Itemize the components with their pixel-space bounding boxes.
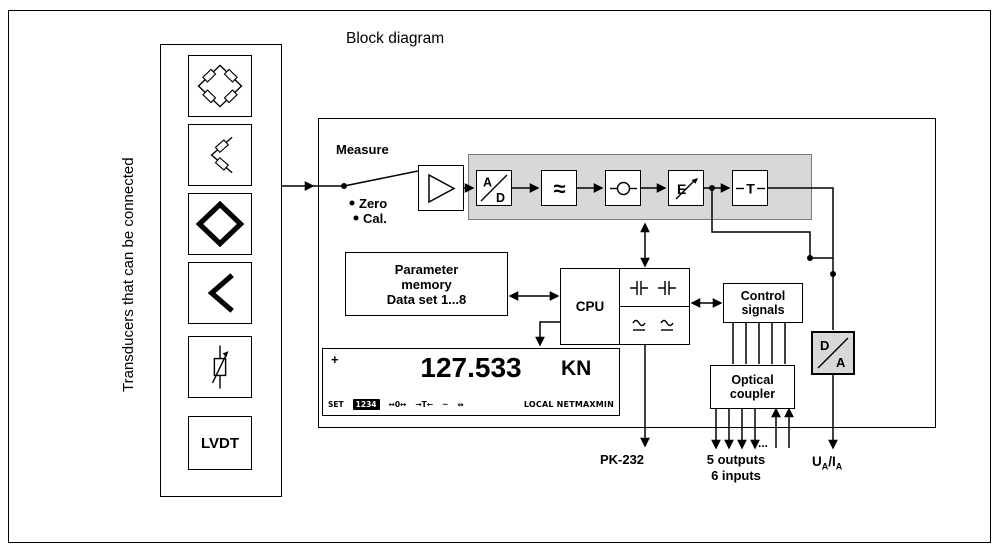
tare-icon: T — [735, 180, 765, 196]
parameter-memory-line2: memory — [401, 276, 452, 292]
parameter-memory-block: Parameter memory Data set 1...8 — [345, 252, 508, 316]
tare-label: T — [746, 180, 755, 196]
gain-label: E — [677, 181, 686, 197]
display-marker: + — [331, 352, 339, 367]
channel-indicator: 1234 — [352, 399, 380, 410]
amplifier-main-box — [318, 118, 936, 428]
control-signals-line2: signals — [741, 303, 785, 317]
full-bridge-icon — [197, 64, 243, 108]
transducer-full-bridge — [188, 55, 252, 117]
transducer-inductive-full-bridge — [188, 193, 252, 255]
ua-ia-label: UA/IA — [812, 454, 842, 472]
transducer-lvdt: LVDT — [188, 416, 252, 470]
analog-output-icon — [609, 181, 637, 195]
optical-coupler-line2: coupler — [729, 387, 776, 401]
da-converter-block: D A — [811, 331, 855, 375]
da-d-label: D — [820, 338, 829, 353]
cpu-analog-io-icon — [631, 319, 674, 331]
da-converter-icon: D A — [817, 337, 849, 370]
ua-symbol: U — [812, 454, 822, 469]
transducer-inductive-half-bridge — [188, 262, 252, 324]
tare-block: T — [732, 170, 768, 206]
parameter-memory-line3: Data set 1...8 — [386, 291, 467, 307]
ua-subscript: A — [821, 461, 829, 472]
zero-indicator-icon: ↔0↔ — [388, 400, 407, 409]
display-status-row: SET 1234 ↔0↔ →T← ~ ⇔ LOCAL NETMAXMIN — [328, 399, 614, 410]
ad-converter-icon: A D — [480, 174, 507, 205]
lvdt-label: LVDT — [200, 434, 240, 452]
set-indicator: SET — [328, 400, 344, 409]
transducer-potentiometer — [188, 336, 252, 398]
cpu-digital-io-icon — [629, 280, 676, 295]
amplifier-block — [418, 165, 464, 211]
arrows-indicator-icon: ⇔ — [457, 400, 464, 409]
ad-d-label: D — [496, 191, 505, 205]
transducers-label: Transducers that can be connected — [120, 157, 137, 393]
zero-label: Zero — [359, 196, 388, 211]
control-signals-line1: Control — [740, 289, 786, 303]
da-a-label: A — [836, 355, 846, 370]
cpu-label: CPU — [575, 299, 605, 314]
transducer-half-bridge — [188, 124, 252, 186]
filter-block: ≈ — [541, 170, 577, 206]
ad-converter-block: A D — [476, 170, 512, 206]
control-signals-block: Control signals — [723, 283, 803, 323]
outer-frame — [8, 10, 991, 543]
ad-a-label: A — [483, 175, 492, 189]
filter-icon: ≈ — [553, 176, 565, 201]
optical-coupler-line1: Optical — [731, 373, 774, 387]
outputs-label: 5 outputs — [706, 452, 766, 467]
inputs-label: 6 inputs — [711, 468, 761, 483]
potentiometer-icon — [211, 345, 229, 389]
half-bridge-icon — [210, 136, 233, 174]
cpu-block: CPU — [560, 268, 690, 345]
cal-label: Cal. — [363, 211, 387, 226]
inductive-half-bridge-icon — [207, 273, 234, 313]
io-ellipsis: ... — [758, 436, 769, 450]
page-title: Block diagram — [346, 30, 445, 47]
gain-icon: E — [675, 177, 698, 199]
analog-output-block — [605, 170, 641, 206]
parameter-memory-line1: Parameter — [394, 261, 459, 277]
pk232-label: PK-232 — [599, 452, 645, 467]
inductive-full-bridge-icon — [195, 200, 245, 248]
filter-symbol: ≈ — [553, 176, 565, 201]
optical-coupler-block: Optical coupler — [710, 365, 795, 409]
wave-indicator-icon: ~ — [442, 400, 449, 409]
ia-subscript: A — [835, 461, 843, 472]
display-value: 127.533 — [420, 352, 522, 383]
amplifier-icon — [427, 173, 456, 203]
mode-indicator: LOCAL NETMAXMIN — [523, 400, 614, 409]
ia-symbol: /I — [828, 454, 836, 469]
tare-indicator-icon: →T← — [415, 400, 434, 409]
measure-label: Measure — [336, 142, 389, 157]
gain-block: E — [668, 170, 704, 206]
display-unit: KN — [561, 357, 592, 380]
